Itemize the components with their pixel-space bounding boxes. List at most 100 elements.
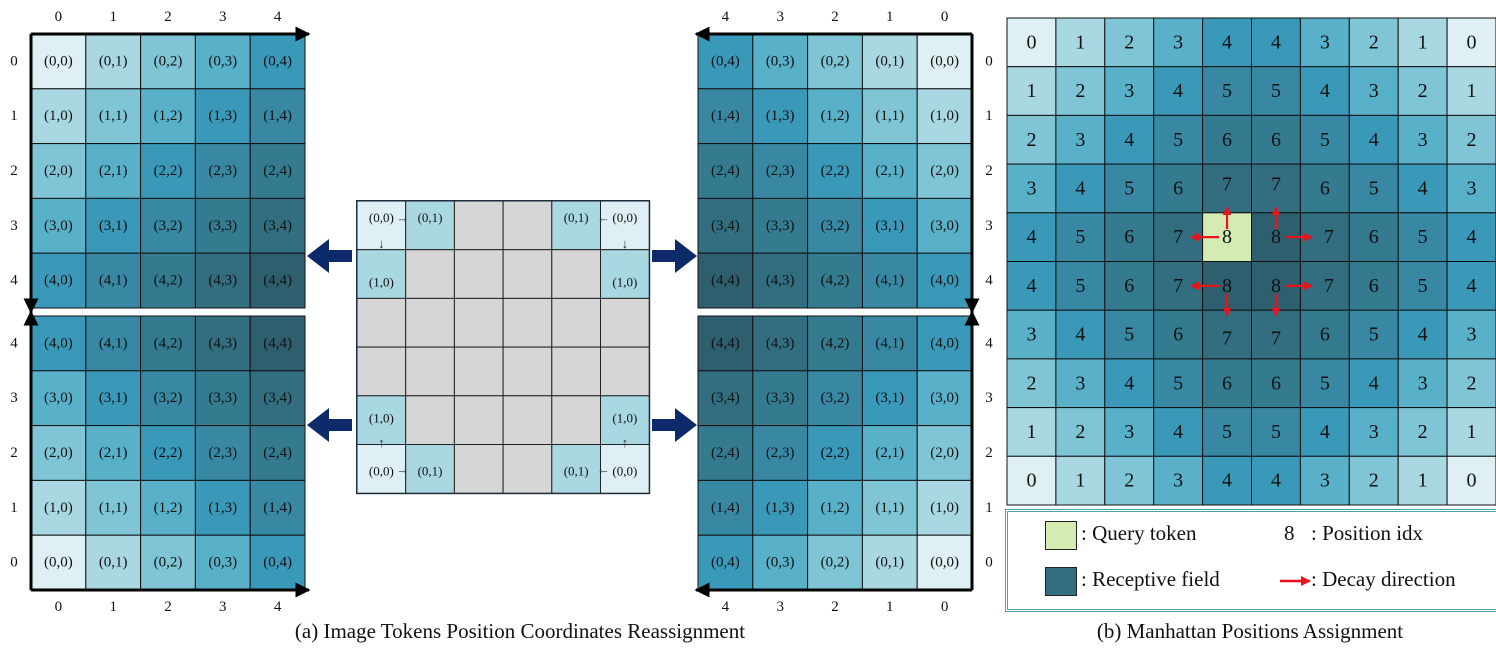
cell-coordinate-label: (1,4): [263, 108, 292, 124]
cell-coordinate-label: (1,0): [44, 500, 73, 516]
manhattan-cell: [1251, 66, 1301, 116]
cell-coordinate-label: (0,0): [930, 555, 959, 571]
panel-cell: [916, 370, 973, 427]
position-index: 8: [1271, 275, 1281, 297]
cell-coordinate-label: (4,4): [711, 335, 740, 351]
panel-cell: [807, 33, 863, 90]
manhattan-cell: [1202, 309, 1252, 360]
position-index: 6: [1320, 324, 1330, 346]
center-direction-arrow: ↑: [622, 435, 629, 450]
panel-cell: [861, 197, 918, 254]
cell-coordinate-label: (0,1): [875, 53, 904, 69]
cell-coordinate-label: (2,0): [930, 163, 959, 179]
cell-coordinate-label: (3,2): [154, 390, 183, 406]
panel-cell: [916, 425, 973, 481]
column-index-label: 0: [55, 599, 63, 615]
panel-cell: [140, 252, 196, 309]
manhattan-cell: [1299, 358, 1350, 409]
manhattan-cell: [1202, 66, 1252, 116]
manhattan-cell: [1397, 455, 1448, 506]
legend-position-symbol: 8: [1284, 521, 1295, 545]
column-index-label: 2: [164, 9, 172, 25]
column-index-label: 1: [109, 9, 117, 25]
cell-coordinate-label: (1,2): [821, 108, 850, 124]
position-index: 4: [1173, 421, 1183, 443]
manhattan-cell: [1055, 455, 1106, 506]
cell-coordinate-label: (4,2): [154, 335, 183, 351]
position-index: 7: [1271, 328, 1281, 350]
legend-receptive-field: : Receptive field: [1081, 567, 1220, 591]
panel-cell: [140, 33, 196, 90]
column-index-label: 2: [831, 9, 839, 25]
position-index: 6: [1271, 372, 1281, 394]
center-corner-label: (1,0): [369, 411, 394, 426]
cell-coordinate-label: (3,2): [821, 218, 850, 234]
cell-coordinate-label: (2,2): [821, 163, 850, 179]
cell-coordinate-label: (4,3): [766, 273, 795, 289]
position-index: 5: [1124, 177, 1134, 199]
cell-coordinate-label: (4,2): [154, 273, 183, 289]
column-index-label: 3: [776, 9, 784, 25]
row-index-label: 2: [10, 445, 18, 461]
position-index: 3: [1320, 470, 1330, 492]
cell-coordinate-label: (1,4): [711, 500, 740, 516]
center-corner-label: (0,1): [418, 463, 443, 478]
position-index: 6: [1369, 226, 1379, 248]
position-index: 3: [1320, 31, 1330, 53]
position-index: 7: [1324, 275, 1334, 297]
cell-coordinate-label: (3,4): [711, 390, 740, 406]
cell-coordinate-label: (2,1): [99, 163, 128, 179]
position-index: 3: [1026, 177, 1036, 199]
reassignment-arrow: [307, 239, 352, 273]
center-corner-label: (0,0): [369, 210, 394, 225]
manhattan-cell: [1446, 17, 1496, 68]
cell-coordinate-label: (4,1): [875, 335, 904, 351]
position-index: 5: [1075, 275, 1085, 297]
panel-cell: [752, 315, 809, 372]
position-index: 2: [1418, 80, 1428, 102]
position-index: 0: [1026, 470, 1036, 492]
center-corner-label: (0,1): [564, 463, 589, 478]
manhattan-cell: [1299, 66, 1350, 116]
panel-cell: [249, 88, 306, 145]
position-index: 4: [1467, 226, 1477, 248]
manhattan-cell: [1104, 163, 1155, 214]
manhattan-cell: [1299, 17, 1350, 68]
row-index-label: 3: [985, 390, 993, 406]
panel-cell: [697, 143, 754, 199]
cell-coordinate-label: (3,2): [821, 390, 850, 406]
cell-coordinate-label: (3,1): [99, 218, 128, 234]
cell-coordinate-label: (1,4): [711, 108, 740, 124]
center-grid-cell: [405, 444, 455, 494]
reassignment-arrow: [652, 239, 697, 273]
center-grid-cell: [551, 249, 601, 299]
column-index-label: 4: [722, 599, 730, 615]
center-grid-cell: [600, 249, 650, 299]
center-grid-cell: [453, 249, 504, 299]
column-index-label: 3: [219, 599, 227, 615]
position-index: 3: [1173, 470, 1183, 492]
cell-coordinate-label: (1,0): [44, 108, 73, 124]
position-index: 4: [1320, 421, 1330, 443]
panel-top-right: (0,4)(0,3)(0,2)(0,1)(0,0)(1,4)(1,3)(1,2)…: [694, 9, 993, 314]
panel-cell: [807, 315, 863, 372]
cell-coordinate-label: (4,2): [821, 273, 850, 289]
row-index-label: 3: [985, 218, 993, 234]
manhattan-cell: [1153, 407, 1204, 457]
cell-coordinate-label: (2,0): [930, 445, 959, 461]
panel-cell: [85, 252, 142, 309]
center-grid-cell: [453, 444, 504, 494]
cell-coordinate-label: (2,2): [154, 163, 183, 179]
panel-cell: [697, 252, 754, 309]
cell-coordinate-label: (1,0): [930, 500, 959, 516]
panel-cell: [85, 534, 142, 591]
cell-coordinate-label: (0,3): [766, 53, 795, 69]
position-index: 4: [1320, 80, 1330, 102]
caption-a: (a) Image Tokens Position Coordinates Re…: [294, 619, 746, 643]
position-index: 1: [1467, 80, 1477, 102]
cell-coordinate-label: (4,3): [208, 335, 237, 351]
column-index-label: 1: [109, 599, 117, 615]
row-index-label: 4: [985, 273, 993, 289]
panel-cell: [861, 370, 918, 427]
panel-cell: [194, 252, 251, 309]
